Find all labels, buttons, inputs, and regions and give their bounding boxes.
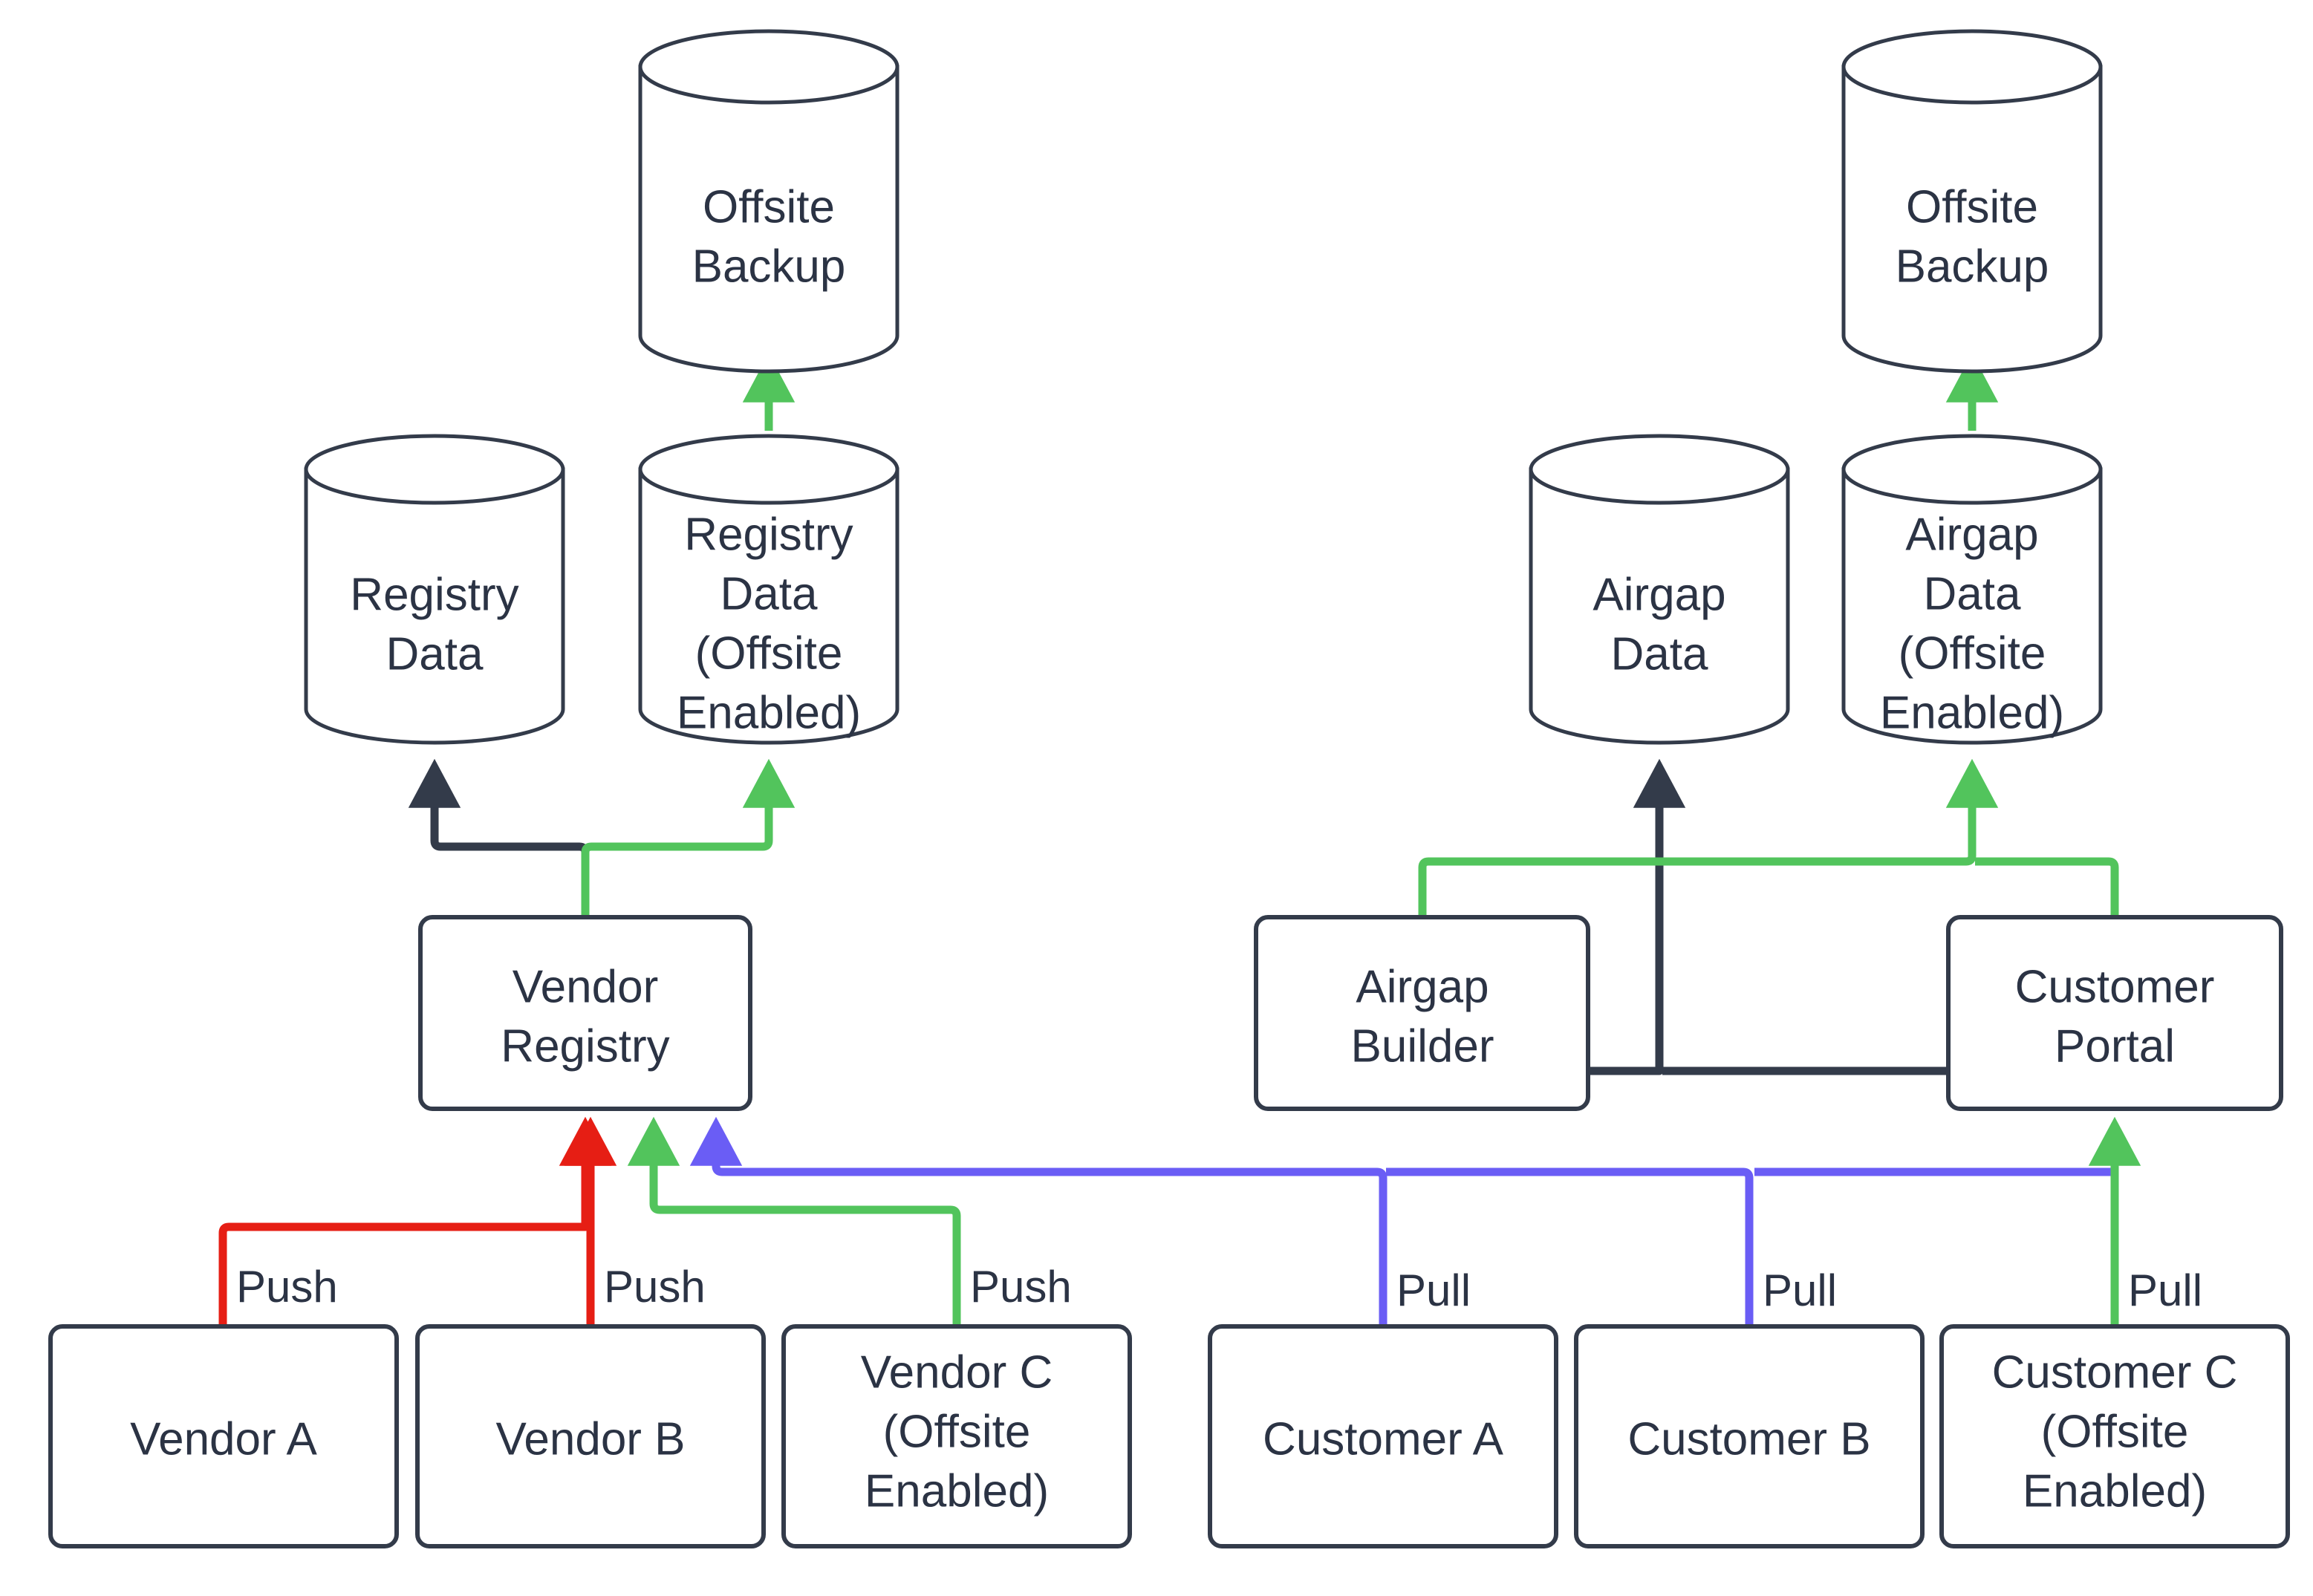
node-registry-data-offsite[interactable]: Registry Data (Offsite Enabled) xyxy=(638,434,900,745)
node-label: Airgap xyxy=(1356,961,1489,1012)
node-label: Registry xyxy=(501,1020,669,1072)
edge-customer-portal-to-airgap-offsite xyxy=(1975,857,2119,915)
node-customer-b[interactable]: Customer B xyxy=(1574,1324,1925,1548)
node-airgap-builder[interactable]: Airgap Builder xyxy=(1254,915,1590,1111)
edge-label-push-2: Push xyxy=(604,1262,706,1312)
node-label: Data xyxy=(1611,628,1708,680)
node-registry-data[interactable]: Registry Data xyxy=(304,434,565,745)
edge-airgap-builder-to-airgap-offsite xyxy=(1418,758,1999,915)
node-airgap-data[interactable]: Airgap Data xyxy=(1529,434,1790,745)
node-label: Backup xyxy=(1896,241,2049,292)
node-label: Airgap xyxy=(1593,569,1725,620)
node-offsite-backup-right[interactable]: Offsite Backup xyxy=(1841,29,2103,374)
node-label: Offsite xyxy=(1906,181,2038,232)
node-vendor-registry[interactable]: Vendor Registry xyxy=(418,915,752,1111)
edge-vendor-a-push xyxy=(218,1116,612,1326)
node-label: Data xyxy=(386,628,484,680)
node-customer-portal[interactable]: Customer Portal xyxy=(1946,915,2283,1111)
node-offsite-backup-left[interactable]: Offsite Backup xyxy=(638,29,900,374)
edge-customer-b-pull xyxy=(1386,1167,1754,1326)
node-label: Backup xyxy=(692,241,846,292)
edge-label-pull-2: Pull xyxy=(1763,1266,1837,1315)
node-label: Enabled) xyxy=(865,1465,1049,1517)
node-label: Enabled) xyxy=(1880,687,2064,738)
edge-label-pull-3: Pull xyxy=(2128,1266,2202,1315)
node-label: Registry xyxy=(350,569,518,620)
node-label: Data xyxy=(1924,568,2021,619)
node-vendor-a[interactable]: Vendor A xyxy=(48,1324,399,1548)
node-label: Enabled) xyxy=(2023,1465,2207,1517)
node-label: Builder xyxy=(1351,1020,1494,1072)
node-label: Vendor B xyxy=(495,1413,685,1465)
edge-customer-a-pull xyxy=(689,1116,1388,1326)
node-label: Customer xyxy=(2015,961,2215,1012)
node-label: Customer C xyxy=(1992,1346,2238,1398)
edge-vendor-c-push xyxy=(627,1116,961,1326)
edge-airgap-builder-to-airgap-data xyxy=(1588,758,1686,1075)
node-label: Data xyxy=(720,568,818,619)
node-label: Vendor A xyxy=(130,1413,317,1465)
node-vendor-b[interactable]: Vendor B xyxy=(415,1324,766,1548)
node-label: Customer A xyxy=(1263,1413,1504,1465)
edge-vendor-registry-to-registry-data xyxy=(408,758,590,915)
node-label: Offsite xyxy=(703,181,835,232)
edge-vendor-registry-to-registry-offsite xyxy=(581,758,796,915)
node-label: Vendor xyxy=(513,961,659,1012)
node-label: (Offsite xyxy=(695,628,843,679)
node-vendor-c[interactable]: Vendor C (Offsite Enabled) xyxy=(781,1324,1132,1548)
node-label: Customer B xyxy=(1627,1413,1870,1465)
node-airgap-data-offsite[interactable]: Airgap Data (Offsite Enabled) xyxy=(1841,434,2103,745)
node-label: Airgap xyxy=(1905,509,2038,560)
edge-label-push-3: Push xyxy=(970,1262,1072,1312)
node-label: (Offsite xyxy=(883,1406,1031,1457)
node-label: (Offsite xyxy=(1899,628,2046,679)
node-label: Enabled) xyxy=(677,687,861,738)
node-label: Registry xyxy=(684,509,853,560)
node-customer-a[interactable]: Customer A xyxy=(1208,1324,1558,1548)
node-customer-c[interactable]: Customer C (Offsite Enabled) xyxy=(1939,1324,2290,1548)
edge-label-pull-1: Pull xyxy=(1396,1266,1471,1315)
node-label: Portal xyxy=(2055,1020,2175,1072)
edge-label-push-1: Push xyxy=(236,1262,338,1312)
node-label: Vendor C xyxy=(861,1346,1053,1398)
node-label: (Offsite xyxy=(2041,1406,2189,1457)
